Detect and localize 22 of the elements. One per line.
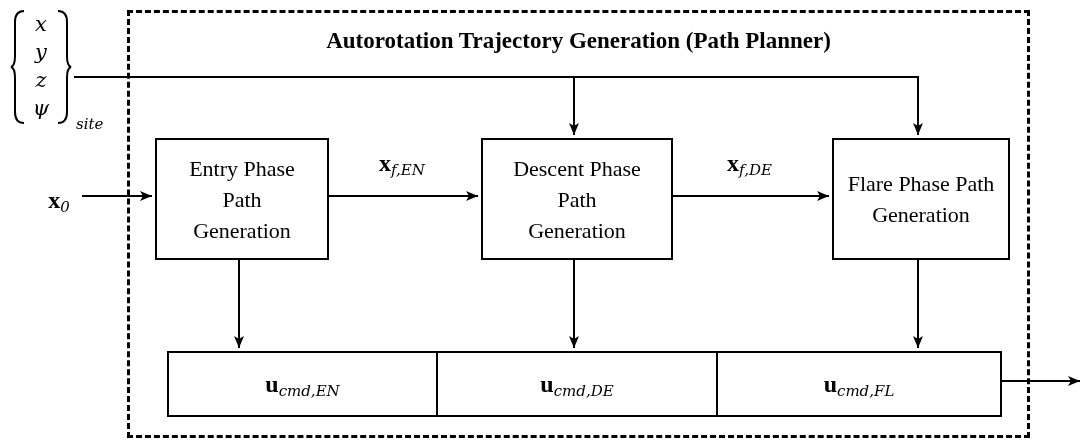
command-label: u$_{cmd,EN}$: [265, 370, 340, 399]
output-cell: [436, 351, 718, 417]
process-box: [481, 138, 673, 260]
box-text: Descent Phase Path Generation: [512, 154, 642, 245]
subscript-label: site: [76, 114, 104, 134]
command-label: u$_{cmd,FL}$: [823, 370, 895, 399]
arrow: [81, 191, 153, 201]
output-cell: [167, 351, 438, 417]
arrow: [73, 76, 923, 136]
process-box: [155, 138, 329, 260]
box-text: Entry Phase Path Generation: [188, 154, 296, 245]
input-signal-label: x$_{0}$: [48, 186, 70, 215]
process-box: [832, 138, 1010, 260]
vector-component: z: [35, 67, 47, 94]
dashed-group-frame: [127, 10, 1030, 438]
vector-component: ψ: [32, 95, 50, 122]
vector-component: x: [35, 11, 47, 38]
output-cell: [716, 351, 1002, 417]
group-title: Autorotation Trajectory Generation (Path Planner): [325, 27, 832, 55]
box-text: Flare Phase Path Generation: [846, 170, 996, 229]
vector-component: y: [35, 39, 47, 66]
command-label: u$_{cmd,DE}$: [540, 370, 614, 399]
